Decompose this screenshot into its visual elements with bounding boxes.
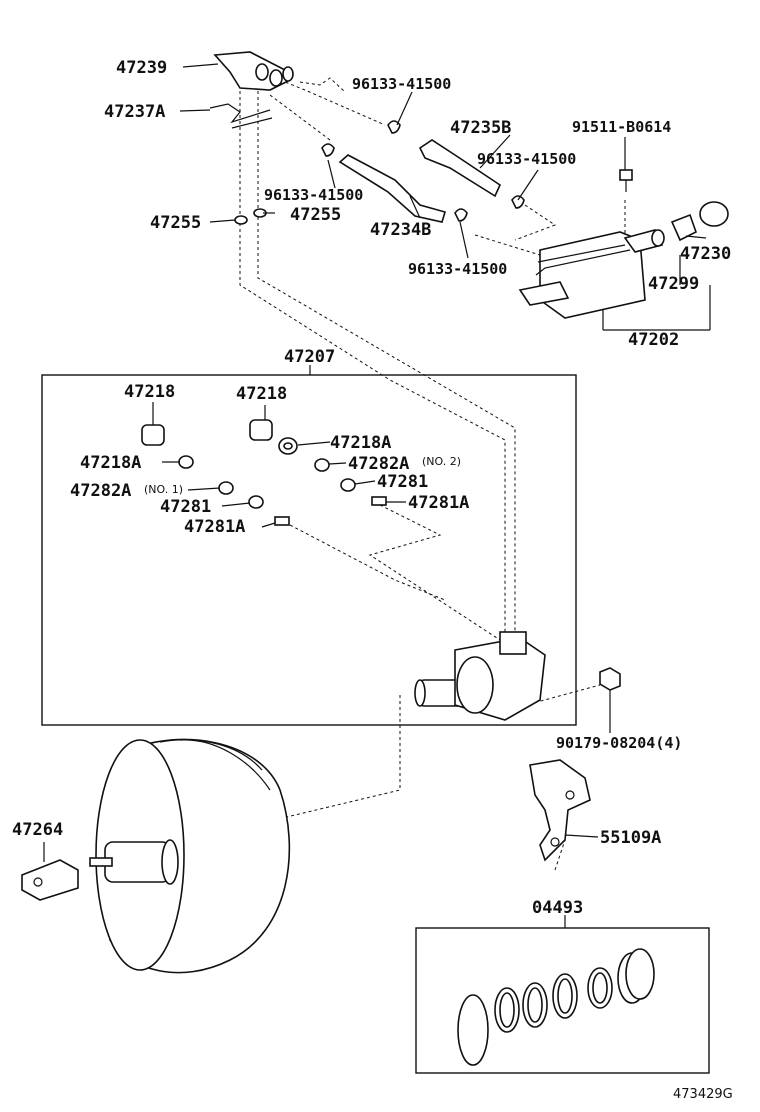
hose-47234B-part xyxy=(338,154,447,223)
label-90179: 90179-08204(4) xyxy=(556,734,682,752)
label-47218-right: 47218 xyxy=(236,384,287,404)
label-96133-a: 96133-41500 xyxy=(352,75,451,93)
label-47218A-right: 47218A xyxy=(330,433,391,453)
bolt-91511-part xyxy=(619,169,633,192)
part-labels: 47239 47237A 96133-41500 47235B 91511-B0… xyxy=(12,58,733,1102)
label-47218-left: 47218 xyxy=(124,382,175,402)
label-47299: 47299 xyxy=(648,274,699,294)
seal-kit-parts xyxy=(457,948,655,1066)
label-47235B: 47235B xyxy=(450,118,511,138)
washer-47255-parts xyxy=(234,208,267,225)
label-47281-right: 47281 xyxy=(377,472,428,492)
label-47255-right: 47255 xyxy=(290,205,341,225)
label-no2: (NO. 2) xyxy=(422,455,461,468)
seal-kit-box xyxy=(415,927,710,1074)
diagram-ref-code: 473429G xyxy=(673,1087,733,1102)
cap-47230-part xyxy=(670,201,729,242)
label-47237A: 47237A xyxy=(104,102,165,122)
brake-booster-part xyxy=(89,738,291,974)
label-47255-left: 47255 xyxy=(150,213,201,233)
label-47202: 47202 xyxy=(628,330,679,350)
label-96133-b: 96133-41500 xyxy=(477,150,576,168)
label-55109A: 55109A xyxy=(600,828,661,848)
label-04493: 04493 xyxy=(532,898,583,918)
label-47282A-no1: 47282A xyxy=(70,481,131,501)
label-47207: 47207 xyxy=(284,347,335,367)
hose-47235B-part xyxy=(418,139,502,198)
nut-90179-part xyxy=(599,667,621,691)
label-47239: 47239 xyxy=(116,58,167,78)
hose-clamp-parts xyxy=(321,120,525,222)
label-47282A-no2: 47282A xyxy=(348,454,409,474)
label-47230: 47230 xyxy=(680,244,731,264)
master-cylinder-part xyxy=(414,631,546,721)
label-96133-c: 96133-41500 xyxy=(264,186,363,204)
label-no1: (NO. 1) xyxy=(144,483,183,496)
leader-lines xyxy=(43,63,711,928)
label-47264: 47264 xyxy=(12,820,63,840)
fitting-47239-part xyxy=(213,51,294,91)
label-47281A-left: 47281A xyxy=(184,517,245,537)
clevis-47264-part xyxy=(21,859,79,901)
label-47281A-right: 47281A xyxy=(408,493,469,513)
label-47281-left: 47281 xyxy=(160,497,211,517)
label-47218A-left: 47218A xyxy=(80,453,141,473)
reservoir-47202-part xyxy=(518,229,665,319)
label-96133-d: 96133-41500 xyxy=(408,260,507,278)
master-cylinder-kit-box xyxy=(41,374,577,726)
label-91511: 91511-B0614 xyxy=(572,118,671,136)
label-47234B: 47234B xyxy=(370,220,431,240)
clip-47237A-part xyxy=(209,103,273,129)
bracket-55109A-part xyxy=(529,759,591,862)
